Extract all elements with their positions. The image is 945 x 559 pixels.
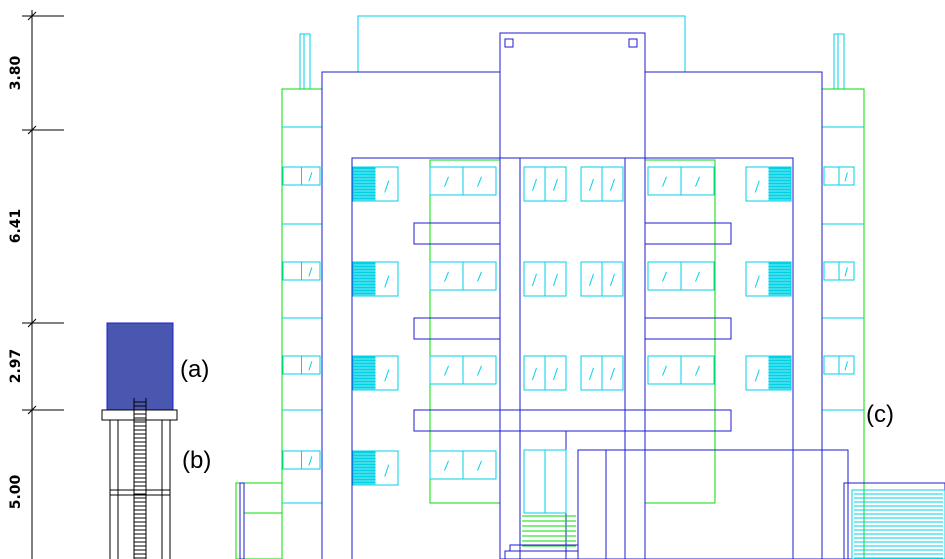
dimension-label-1: 3.80	[8, 55, 24, 90]
window-louvred-right	[745, 355, 792, 391]
window-side-right	[823, 261, 855, 281]
window-louvred-left	[352, 261, 399, 297]
label-a: (a)	[180, 356, 209, 383]
label-b: (b)	[182, 447, 211, 474]
water-tank	[106, 322, 174, 411]
window-core-left	[523, 166, 567, 202]
window-louvred-left	[352, 355, 399, 391]
window-louvred-left	[352, 166, 399, 202]
main-structure	[239, 32, 945, 559]
side-wings	[235, 88, 865, 559]
window-core-left	[523, 355, 567, 391]
roof-parapet	[299, 15, 845, 90]
side-floor-lines	[282, 126, 864, 504]
window-twin-right	[647, 166, 715, 196]
window-louvred-left	[352, 450, 399, 486]
dimension-label-2: 6.41	[8, 209, 24, 244]
window-twin-left	[429, 450, 497, 480]
window-core-right	[580, 261, 624, 297]
tower-ladder	[133, 398, 147, 559]
dimension-chain	[22, 10, 64, 559]
window-twin-left	[429, 355, 497, 385]
window-louvred-right	[745, 261, 792, 297]
window-core-right	[580, 355, 624, 391]
window-core-left	[523, 261, 567, 297]
window-louvred-right	[745, 166, 792, 202]
dimension-label-4: 5.00	[8, 474, 24, 509]
window-twin-left	[429, 261, 497, 291]
window-side-right	[823, 166, 855, 186]
window-side-right	[823, 355, 855, 375]
window-core-right	[580, 166, 624, 202]
entrance	[504, 449, 578, 559]
dimension-label-3: 2.97	[8, 349, 24, 384]
tank-tower	[101, 409, 178, 559]
window-twin-right	[647, 355, 715, 385]
label-c: (c)	[866, 401, 894, 428]
window-side-left	[282, 261, 321, 281]
window-twin-right	[647, 261, 715, 291]
window-side-left	[282, 355, 321, 375]
window-side-left	[282, 166, 321, 186]
window-side-left	[282, 450, 321, 470]
garage-door	[851, 489, 945, 559]
window-twin-left	[429, 166, 497, 196]
windows	[282, 166, 855, 486]
